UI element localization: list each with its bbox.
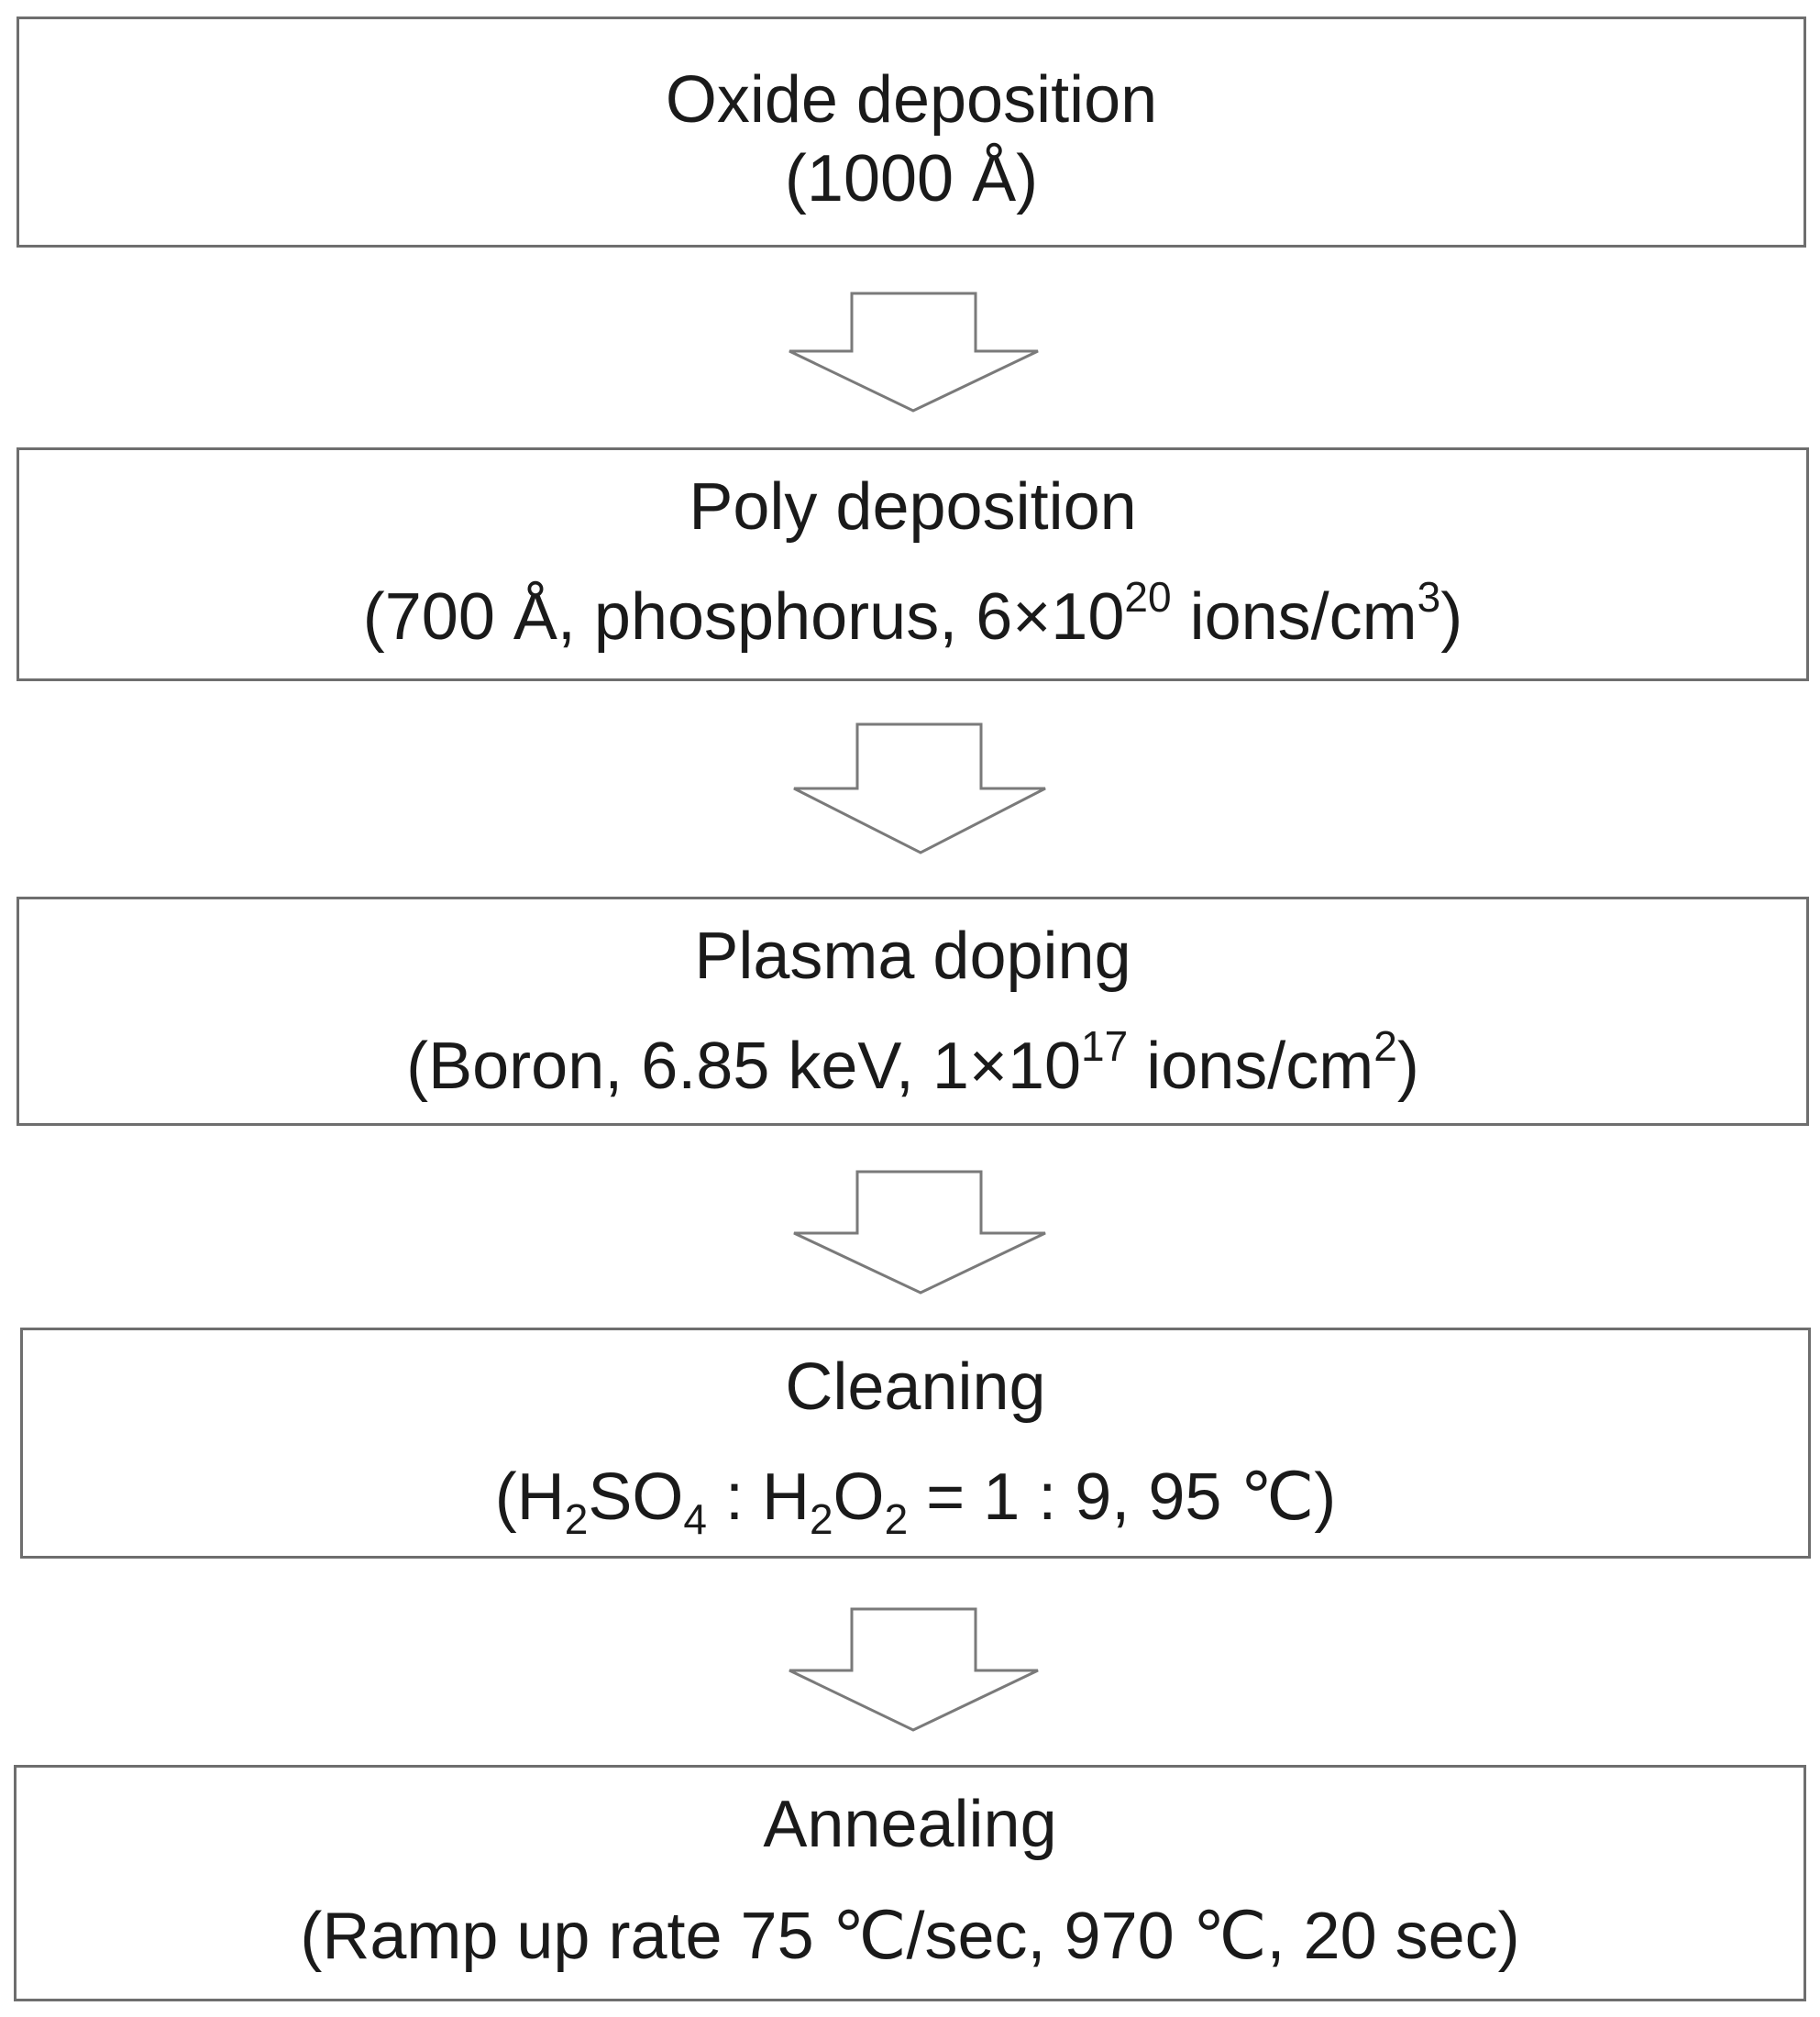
step-box-cleaning: Cleaning (H2SO4 : H2O2 = 1 : 9, 95 ℃)	[20, 1328, 1811, 1559]
detail-text: (Boron, 6.85 keV, 1×10	[406, 1030, 1082, 1103]
step-detail-oxide-deposition: (1000 Å)	[784, 142, 1039, 215]
detail-text: ions/cm	[1171, 580, 1417, 654]
detail-text: )	[1440, 580, 1463, 654]
detail-text: SO	[588, 1460, 684, 1534]
detail-text: = 1 : 9, 95 ℃)	[908, 1460, 1337, 1534]
step-title-plasma-doping: Plasma doping	[694, 920, 1131, 993]
detail-text: (700 Å, phosphorus, 6×10	[362, 580, 1125, 654]
step-box-annealing: Annealing (Ramp up rate 75 ℃/sec, 970 ℃,…	[14, 1765, 1806, 2001]
subscript-text: 2	[564, 1495, 589, 1543]
step-title-annealing: Annealing	[763, 1788, 1057, 1861]
step-detail-plasma-doping: (Boron, 6.85 keV, 1×1017 ions/cm2)	[19, 1025, 1806, 1099]
step-title-poly-deposition: Poly deposition	[689, 470, 1137, 544]
exponent-text: 2	[1373, 1022, 1397, 1070]
step-title-cleaning: Cleaning	[785, 1350, 1046, 1424]
detail-text: )	[1396, 1030, 1419, 1103]
subscript-text: 4	[683, 1495, 707, 1543]
step-box-poly-deposition: Poly deposition (700 Å, phosphorus, 6×10…	[17, 447, 1809, 681]
step-box-plasma-doping: Plasma doping (Boron, 6.85 keV, 1×1017 i…	[17, 897, 1809, 1126]
detail-text: O	[833, 1460, 885, 1534]
step-title-oxide-deposition: Oxide deposition	[665, 63, 1158, 137]
step-detail-poly-deposition: (700 Å, phosphorus, 6×1020 ions/cm3)	[19, 576, 1806, 650]
step-box-oxide-deposition: Oxide deposition (1000 Å)	[17, 17, 1806, 248]
step-detail-annealing: (Ramp up rate 75 ℃/sec, 970 ℃, 20 sec)	[300, 1900, 1520, 1973]
exponent-text: 3	[1417, 573, 1441, 621]
step-detail-cleaning: (H2SO4 : H2O2 = 1 : 9, 95 ℃)	[23, 1464, 1808, 1540]
subscript-text: 2	[884, 1495, 909, 1543]
exponent-text: 20	[1124, 573, 1172, 621]
exponent-text: 17	[1081, 1022, 1129, 1070]
detail-text: ions/cm	[1128, 1030, 1374, 1103]
detail-text: (H	[494, 1460, 565, 1534]
detail-text: : H	[706, 1460, 810, 1534]
subscript-text: 2	[809, 1495, 833, 1543]
